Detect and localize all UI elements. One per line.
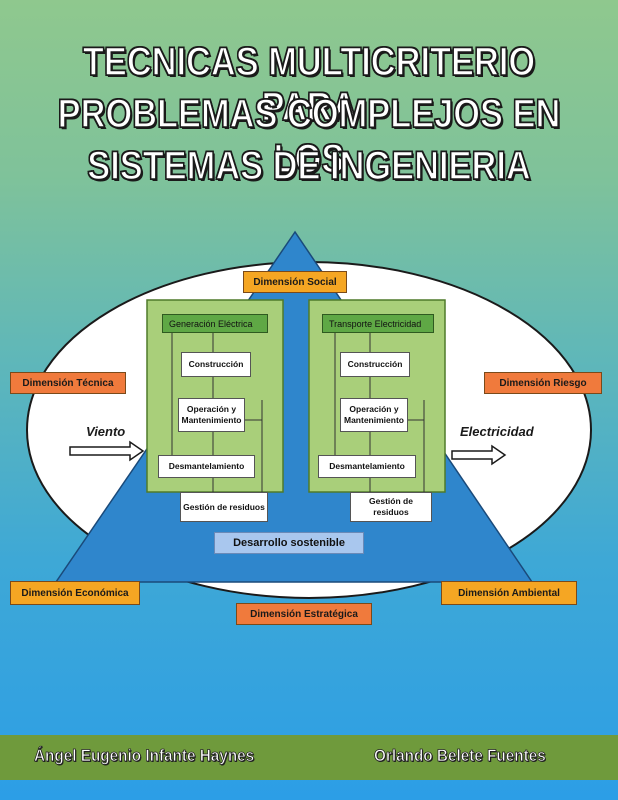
- right-step-construccion: Construcción: [340, 352, 410, 377]
- right-panel-header: Transporte Electricidad: [322, 314, 434, 333]
- title-line-2: PROBLEMAS COMPLEJOS EN LOS: [57, 91, 561, 182]
- dimension-tecnica-label: Dimensión Técnica: [10, 372, 126, 394]
- input-label-viento: Viento: [86, 424, 126, 439]
- left-step-operacion: Operación y Mantenimiento: [178, 398, 245, 432]
- electricity-arrow: [451, 444, 507, 466]
- author-1: Ángel Eugenio Infante Haynes: [34, 746, 255, 766]
- dimension-social-label: Dimensión Social: [243, 271, 347, 293]
- author-band: [0, 735, 618, 780]
- left-step-gestion-residuos: Gestión de residuos: [180, 492, 268, 522]
- left-flow-lines: [171, 333, 263, 492]
- author-2: Orlando Belete Fuentes: [374, 746, 546, 766]
- left-step-desmantelamiento: Desmantelamiento: [158, 455, 255, 478]
- title-line-1: TECNICAS MULTICRITERIO PARA: [82, 39, 536, 130]
- title-line-3: SISTEMAS DE INGENIERIA: [87, 143, 532, 189]
- right-step-desmantelamiento: Desmantelamiento: [318, 455, 416, 478]
- sustainable-development-label: Desarrollo sostenible: [214, 532, 364, 554]
- dimension-estrategica-label: Dimensión Estratégica: [236, 603, 372, 625]
- dimension-economica-label: Dimensión Económica: [10, 581, 140, 605]
- dimension-riesgo-label: Dimensión Riesgo: [484, 372, 602, 394]
- wind-arrow: [69, 440, 145, 462]
- right-step-gestion-residuos: Gestión de residuos: [350, 492, 432, 522]
- left-step-construccion: Construcción: [181, 352, 251, 377]
- dimension-ambiental-label: Dimensión Ambiental: [441, 581, 577, 605]
- output-label-electricidad: Electricidad: [460, 424, 534, 439]
- right-flow-lines: [334, 333, 425, 492]
- left-panel-header: Generación Eléctrica: [162, 314, 268, 333]
- right-step-operacion: Operación y Mantenimiento: [340, 398, 408, 432]
